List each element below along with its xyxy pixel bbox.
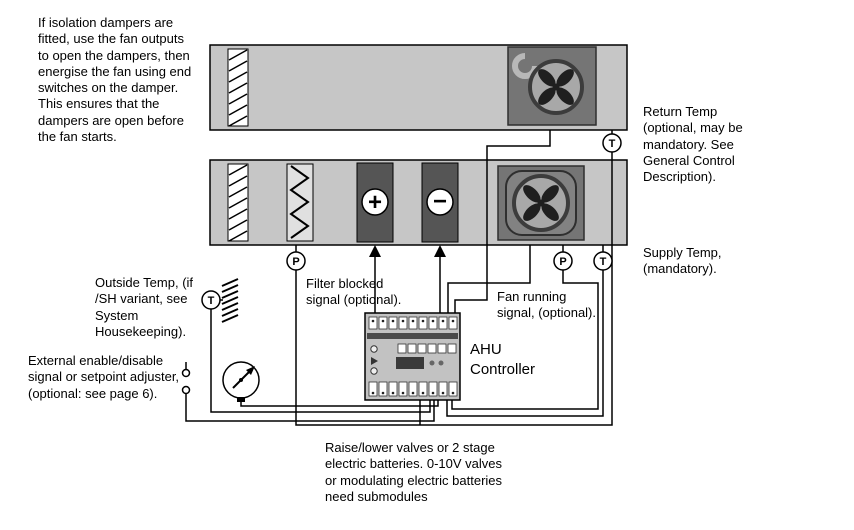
fan-pressure-sensor-label: P: [559, 256, 566, 268]
filter-pressure-sensor: P: [286, 251, 306, 271]
supply-temp-sensor-label: T: [600, 256, 607, 268]
return-damper-icon: [227, 48, 249, 127]
controller-top-terminals: [368, 316, 458, 330]
heating-coil-icon: +: [356, 162, 394, 243]
note-return-temp: Return Temp (optional, may be mandatory.…: [643, 104, 743, 184]
supply-temp-sensor: T: [593, 251, 613, 271]
outside-wall-icon: [221, 278, 239, 323]
supply-duct: + −: [209, 159, 628, 246]
ahu-controller-label: AHU Controller: [470, 341, 536, 378]
note-outside-temp: Outside Temp, (if /SH variant, see Syste…: [95, 275, 194, 339]
note-supply-temp: Supply Temp, (mandatory).: [643, 245, 722, 277]
controller-front-panel: [370, 343, 457, 375]
outside-temp-sensor: T: [201, 290, 221, 310]
fan-pressure-sensor: P: [553, 251, 573, 271]
heating-valve-arrow-icon: [369, 245, 381, 257]
setpoint-adjuster-gauge-icon: [222, 361, 260, 402]
return-duct: [209, 44, 628, 131]
control-wiring: [185, 130, 613, 426]
controller-bottom-terminals: [368, 381, 458, 397]
cooling-coil-icon: −: [421, 162, 459, 243]
filter-icon: [286, 163, 314, 242]
note-fan-running: Fan running signal, (optional).: [497, 289, 596, 321]
sensors: T T P P T: [201, 133, 622, 323]
ahu-controller-graphic: [364, 312, 461, 401]
note-external-enable: External enable/disable signal or setpoi…: [28, 353, 180, 401]
arrow-up-icons: [369, 245, 446, 257]
return-temp-sensor: T: [602, 133, 622, 153]
return-temp-sensor-label: T: [609, 138, 616, 150]
note-raise-lower-valves: Raise/lower valves or 2 stage electric b…: [325, 440, 503, 504]
supply-fan-icon: [497, 165, 585, 241]
external-enable-contacts-icon: [181, 362, 191, 395]
outside-temp-sensor-label: T: [208, 295, 215, 307]
note-isolation-dampers: If isolation dampers are fitted, use the…: [38, 15, 192, 144]
filter-pressure-sensor-label: P: [292, 256, 299, 268]
supply-damper-icon: [227, 163, 249, 242]
heating-coil-symbol: +: [368, 189, 382, 216]
return-fan-icon: [507, 46, 597, 126]
controller-dark-band: [367, 333, 458, 339]
cooling-coil-symbol: −: [433, 188, 447, 215]
cooling-valve-arrow-icon: [434, 245, 446, 257]
note-filter-blocked: Filter blocked signal (optional).: [306, 276, 402, 308]
